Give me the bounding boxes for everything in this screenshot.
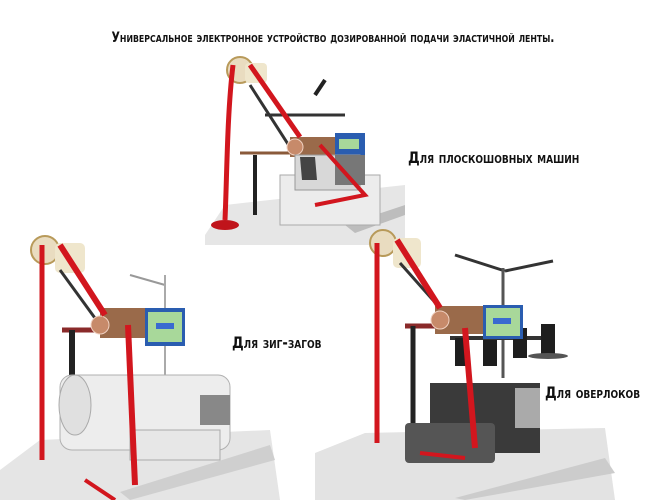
page-title: Универсальное электронное устройство доз… xyxy=(111,30,555,46)
flatlock-machine-photo xyxy=(205,55,405,245)
zigzag-machine-photo xyxy=(0,230,300,500)
overlock-machine-photo xyxy=(305,228,666,500)
caption-overlock: Для оверлоков xyxy=(545,383,641,402)
caption-flatlock: Для плоскошовных машин xyxy=(408,148,580,167)
caption-zigzag: Для зиг-загов xyxy=(232,333,322,352)
